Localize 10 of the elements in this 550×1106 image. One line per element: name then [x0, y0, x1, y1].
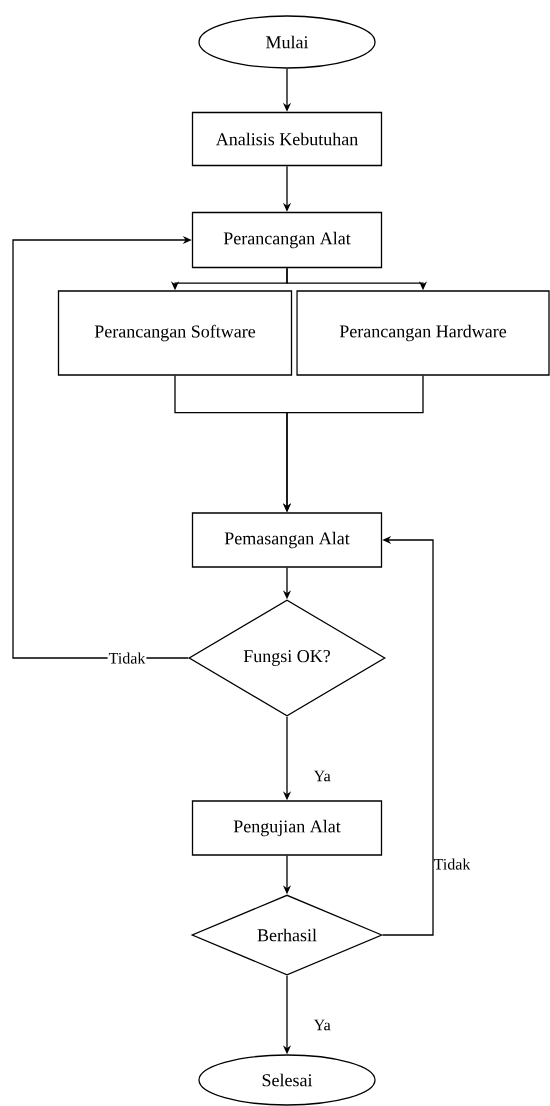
process-box: Pengujian Alat — [191, 800, 383, 856]
process-box: Perancangan Hardware — [296, 290, 550, 376]
edge-label: Tidak — [107, 651, 147, 665]
edge-label: Ya — [313, 770, 331, 782]
process-box: Pemasangan Alat — [191, 512, 383, 568]
process-box: Analisis Kebutuhan — [191, 111, 383, 167]
process-box: Perancangan Software — [57, 290, 293, 376]
process-box: Perancangan Alat — [191, 211, 383, 269]
edge-label: Tidak — [433, 858, 471, 870]
edge-label: Ya — [313, 1019, 331, 1031]
